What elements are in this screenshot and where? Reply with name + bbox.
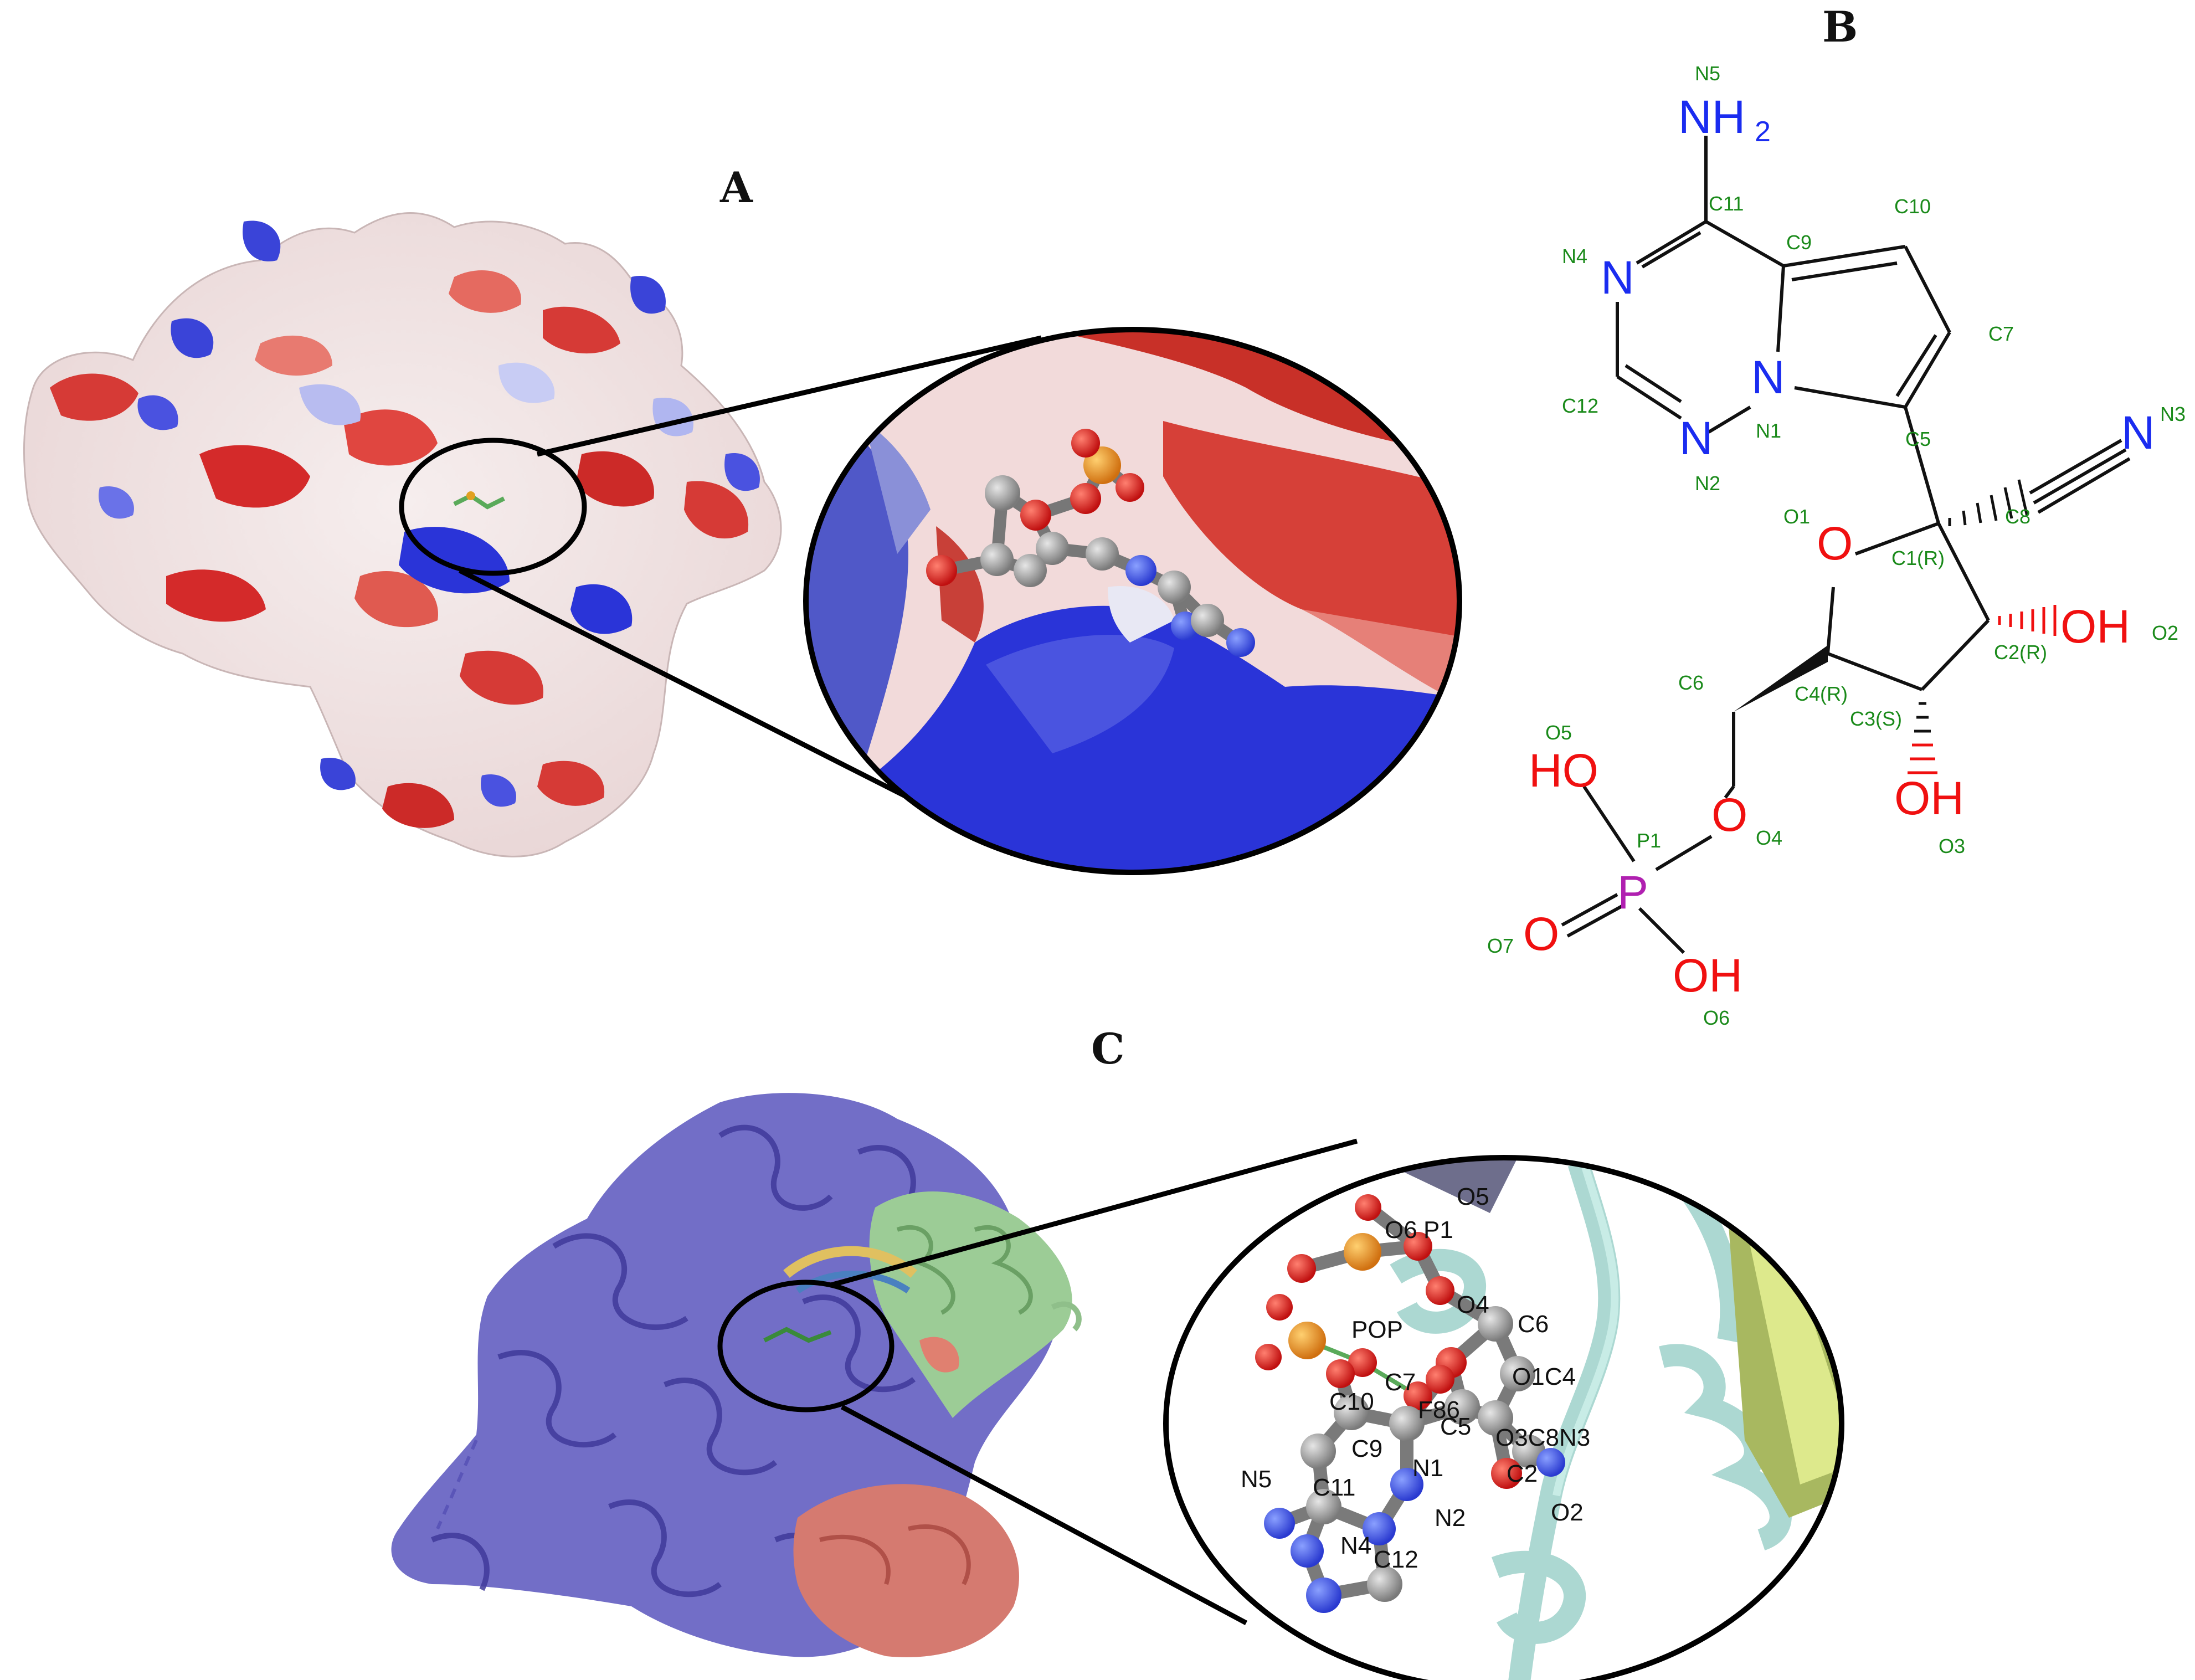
label-o6: O6	[1703, 1006, 1730, 1029]
atom-p1: P	[1617, 866, 1648, 918]
zoom-label-o4: O4	[1457, 1291, 1489, 1318]
atom-nh2-sub: 2	[1755, 116, 1771, 148]
atom-o1: O	[1817, 517, 1853, 569]
atom-oh-o2: OH	[2060, 600, 2130, 653]
label-n5: N5	[1695, 62, 1720, 85]
label-n1: N1	[1756, 419, 1781, 442]
binding-site-circle-a	[399, 438, 587, 576]
label-c4: C4(R)	[1795, 682, 1848, 705]
label-n2: N2	[1695, 472, 1720, 495]
zoom-line-a-top	[536, 335, 1042, 457]
protein-ribbon-c	[391, 1093, 1082, 1657]
label-n3: N3	[2160, 403, 2186, 425]
label-c11: C11	[1709, 192, 1744, 215]
zoom-label-p1: P1	[1423, 1216, 1453, 1244]
zoom-label-f86: F86	[1418, 1396, 1460, 1424]
panel-label-a: A	[719, 163, 753, 212]
zoom-label-n2: N2	[1435, 1504, 1466, 1532]
label-c8: C8	[2005, 505, 2030, 528]
panel-label-c: C	[1091, 1024, 1125, 1073]
atom-ho-o5: HO	[1529, 744, 1598, 797]
zoom-label-c7: C7	[1385, 1369, 1416, 1396]
zoom-label-pop: POP	[1351, 1316, 1403, 1343]
zoom-label-o1c4: O1C4	[1512, 1363, 1576, 1390]
label-o2: O2	[2152, 621, 2178, 644]
zoom-label-c9: C9	[1351, 1435, 1382, 1462]
zoom-circle-a	[803, 327, 1462, 875]
binding-site-circle-c	[717, 1280, 895, 1412]
protein-surface-a	[23, 212, 782, 857]
zoom-label-o6: O6	[1385, 1216, 1417, 1244]
label-c1: C1(R)	[1891, 547, 1945, 569]
atom-oh-o6: OH	[1673, 949, 1742, 1001]
panel-label-b: B	[1822, 2, 1858, 52]
atom-n3: N	[2121, 407, 2155, 459]
label-c6: C6	[1678, 671, 1704, 694]
zoom-line-c-bottom	[840, 1405, 1248, 1625]
zoom-label-c12: C12	[1374, 1546, 1418, 1573]
label-c3: C3(S)	[1850, 707, 1902, 730]
zoom-label-o5: O5	[1457, 1183, 1489, 1210]
label-o7: O7	[1487, 934, 1514, 957]
atom-n4: N	[1601, 251, 1634, 304]
label-c2: C2(R)	[1994, 641, 2047, 664]
atom-n1: N	[1751, 351, 1785, 403]
zoom-label-o3c8n3: O3C8N3	[1495, 1424, 1590, 1451]
zoom-circle-c	[1163, 1155, 1844, 1680]
label-c10: C10	[1894, 195, 1931, 218]
zoom-label-c6: C6	[1518, 1311, 1549, 1338]
zoom-label-n1: N1	[1412, 1455, 1443, 1482]
zoom-label-o2: O2	[1551, 1499, 1584, 1526]
label-c5: C5	[1905, 428, 1931, 450]
zoom-label-c10: C10	[1329, 1388, 1374, 1415]
label-o1: O1	[1783, 505, 1810, 528]
ligand-mini-a	[453, 491, 505, 510]
label-c9: C9	[1786, 231, 1812, 254]
zoom-label-n5: N5	[1241, 1466, 1272, 1493]
zoom-label-c2: C2	[1507, 1460, 1538, 1487]
label-p1: P1	[1637, 829, 1661, 852]
zoom-line-a-bottom	[458, 568, 910, 800]
label-c7: C7	[1988, 322, 2014, 345]
atom-o4: O	[1711, 789, 1747, 841]
label-o3: O3	[1939, 835, 1965, 857]
label-o5: O5	[1545, 721, 1572, 744]
label-n4: N4	[1562, 245, 1587, 268]
chemical-structure: NH 2 N N N N O OH OH O HO P O OH N5 C11 …	[1487, 62, 2186, 1029]
zoom-label-c11: C11	[1313, 1474, 1355, 1501]
zoom-line-c-top	[830, 1138, 1358, 1288]
atom-o7: O	[1523, 908, 1559, 960]
atom-n2: N	[1679, 412, 1713, 464]
ligand-mini-c	[763, 1327, 832, 1343]
label-c12: C12	[1562, 394, 1598, 417]
zoom-label-n4: N4	[1340, 1532, 1371, 1559]
zoom-label-c5: C5	[1440, 1413, 1471, 1440]
label-o4: O4	[1756, 826, 1782, 849]
atom-nh2: NH	[1678, 91, 1745, 143]
atom-oh-o3: OH	[1894, 772, 1964, 824]
